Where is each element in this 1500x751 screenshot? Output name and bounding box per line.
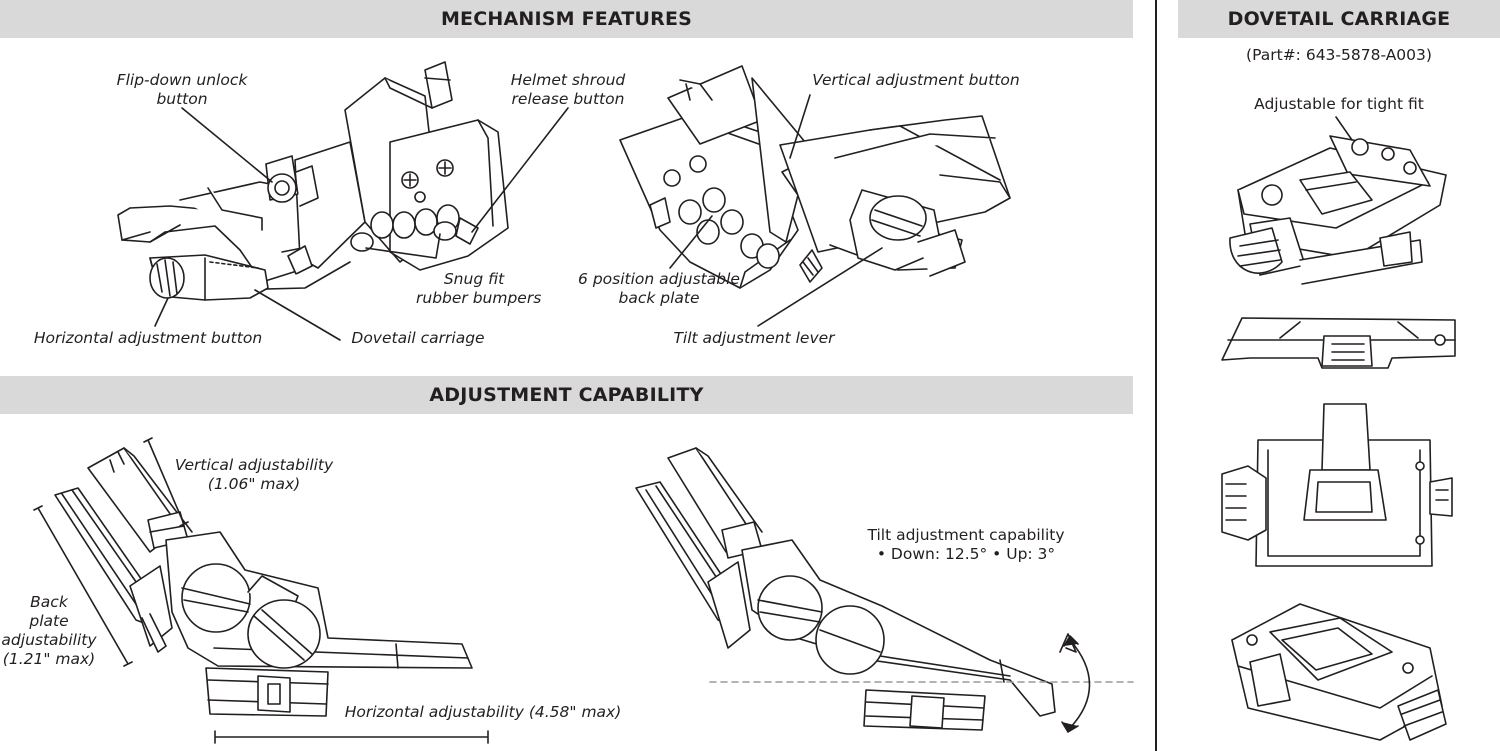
dovetail-part-number: (Part#: 643-5878-A003) [1246,46,1432,64]
label-line: Vertical adjustability [174,456,334,474]
label-line: (1.06" max) [207,475,301,493]
mount-illustration-left [118,62,508,300]
callout-vertical-adjustment-button: Vertical adjustment button [812,71,1020,89]
callout-line: Snug fit [443,270,505,288]
tilt-indicators [710,636,1133,732]
label-tilt-capability: Tilt adjustment capability • Down: 12.5°… [858,526,1074,564]
dovetail-iso-view-top [1230,136,1446,284]
callout-line: button [156,90,208,108]
label-line: plate [29,612,69,630]
callout-adjustable-back-plate: 6 position adjustable back plate [566,270,752,308]
label-line: Back [30,593,68,611]
callout-line: rubber bumpers [416,289,542,307]
section-divider [1155,0,1157,751]
callout-tilt-adjustment-lever: Tilt adjustment lever [673,329,835,347]
label-vertical-adjustability: Vertical adjustability (1.06" max) [166,456,342,494]
mechanism-features-header: MECHANISM FEATURES [0,0,1133,38]
label-backplate-adjustability: Back plate adjustability (1.21" max) [0,593,98,669]
callout-line: 6 position adjustable [578,270,740,288]
callout-leaders-right [670,95,882,326]
adjustment-dimensions-left [34,438,488,743]
mount-illustration-right [620,66,1010,288]
tilt-title: Tilt adjustment capability [867,526,1065,544]
dovetail-top-view [1222,404,1452,566]
dovetail-adjustable-note: Adjustable for tight fit [1254,95,1424,113]
callout-line: back plate [618,289,700,307]
callout-flip-down-unlock: Flip-down unlock button [110,71,254,109]
label-horizontal-adjustability: Horizontal adjustability (4.58" max) [344,703,622,721]
callout-helmet-shroud-release: Helmet shroud release button [496,71,640,109]
callout-dovetail-carriage: Dovetail carriage [351,329,485,347]
label-line: adjustability [1,631,97,649]
callout-leaders-left [155,108,568,340]
dovetail-callout-leader [1336,117,1352,140]
callout-horizontal-adjustment-button: Horizontal adjustment button [33,329,263,347]
dovetail-carriage-header: DOVETAIL CARRIAGE [1178,0,1500,38]
adjustment-illustration-right [636,448,1076,730]
adjustment-capability-header: ADJUSTMENT CAPABILITY [0,376,1133,414]
callout-snug-fit-bumpers: Snug fit rubber bumpers [416,270,542,308]
dovetail-side-view [1222,318,1455,368]
callout-line: release button [511,90,625,108]
callout-line: Flip-down unlock [116,71,248,89]
dovetail-iso-view-bottom [1232,604,1446,740]
label-line: (1.21" max) [2,650,96,668]
callout-line: Helmet shroud [510,71,626,89]
adjustment-illustration-left [55,448,472,716]
tilt-values: • Down: 12.5° • Up: 3° [876,545,1056,563]
